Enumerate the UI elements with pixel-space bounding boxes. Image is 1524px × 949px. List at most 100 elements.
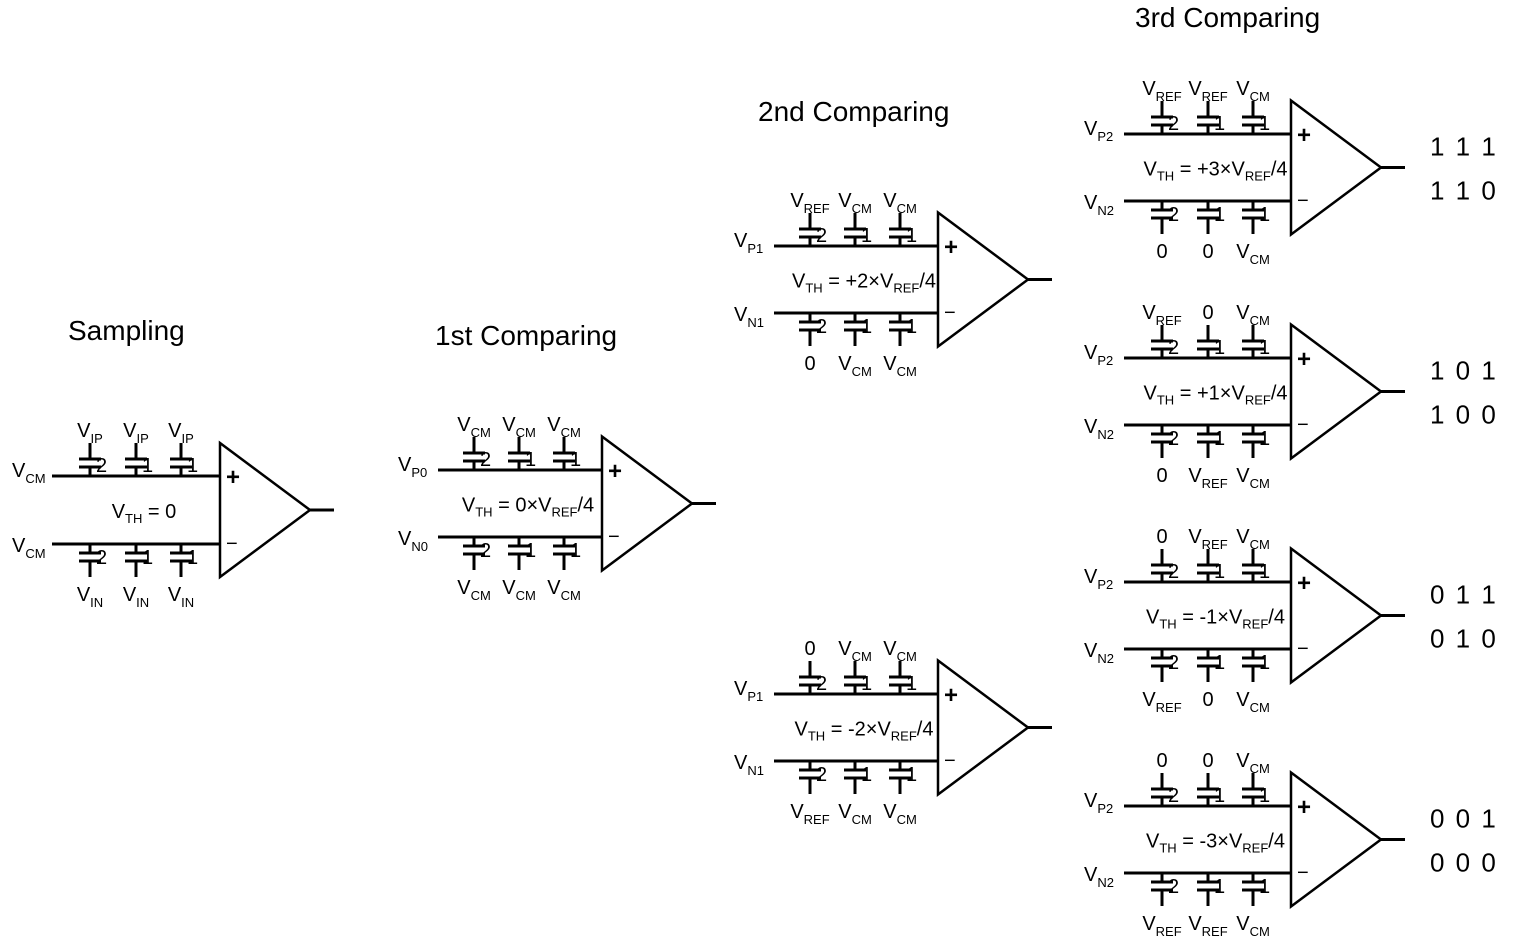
capacitor-weight: 1 <box>906 316 917 338</box>
comparator-triangle <box>600 434 695 573</box>
top-cap-terminal-label: VCM <box>547 414 581 440</box>
comparator-stage-4: 3rd Comparing+−VP2VN22VREF201VREF101VCM1… <box>1084 2 1498 267</box>
bottom-cap-terminal-label: VCM <box>883 801 917 827</box>
comparator-stage-2: 2nd Comparing+−VP1VN12VREF201VCM1VCM1VCM… <box>734 96 1052 379</box>
capacitor-weight: 2 <box>1168 561 1179 583</box>
capacitor-weight: 1 <box>1259 204 1270 226</box>
capacitor-weight: 1 <box>906 764 917 786</box>
capacitor-weight: 2 <box>96 547 107 569</box>
output-code: 0 1 1 <box>1430 580 1498 610</box>
bottom-cap-terminal-label: VCM <box>883 353 917 379</box>
output-code: 1 1 0 <box>1430 176 1498 206</box>
bottom-cap-terminal-label: VCM <box>838 801 872 827</box>
capacitor-weight: 2 <box>1168 337 1179 359</box>
top-cap-terminal-label: VIP <box>123 420 149 446</box>
capacitor-weight: 1 <box>906 673 917 695</box>
bottom-cap-terminal-label: 0 <box>1202 241 1213 263</box>
top-cap-terminal-label: VCM <box>838 190 872 216</box>
stage-title: 2nd Comparing <box>758 96 949 127</box>
threshold-label: VTH = 0×VREF/4 <box>462 495 594 520</box>
top-cap-terminal-label: VIP <box>168 420 194 446</box>
bottom-cap-terminal-label: VREF <box>1142 689 1181 715</box>
top-cap-terminal-label: 0 <box>1156 750 1167 772</box>
capacitor-weight: 2 <box>480 540 491 562</box>
capacitor-weight: 2 <box>1168 876 1179 898</box>
bottom-cap-terminal-label: VCM <box>547 577 581 603</box>
top-cap-terminal-label: 0 <box>804 638 815 660</box>
capacitor-weight: 1 <box>525 449 536 471</box>
minus-sign: − <box>1297 862 1309 884</box>
bottom-cap-terminal-label: VCM <box>1236 241 1270 267</box>
top-cap-terminal-label: VCM <box>1236 750 1270 776</box>
top-cap-terminal-label: VCM <box>1236 526 1270 552</box>
top-cap-terminal-label: VREF <box>790 190 829 216</box>
capacitor-weight: 1 <box>142 547 153 569</box>
positive-input-label: VCM <box>12 460 46 486</box>
capacitor-weight: 1 <box>525 540 536 562</box>
top-cap-terminal-label: VCM <box>883 190 917 216</box>
capacitor-weight: 2 <box>816 764 827 786</box>
capacitor-weight: 2 <box>480 449 491 471</box>
capacitor-weight: 1 <box>1259 113 1270 135</box>
plus-sign: + <box>1297 794 1311 821</box>
capacitor-weight: 2 <box>816 316 827 338</box>
bottom-cap-terminal-label: VREF <box>1142 913 1181 939</box>
capacitor-weight: 2 <box>1168 428 1179 450</box>
stage-title: 3rd Comparing <box>1135 2 1320 33</box>
positive-input-label: VP2 <box>1084 342 1113 368</box>
bottom-cap-terminal-label: 0 <box>1156 241 1167 263</box>
top-cap-terminal-label: VCM <box>1236 302 1270 328</box>
capacitor-weight: 1 <box>1214 204 1225 226</box>
capacitor-weight: 2 <box>816 673 827 695</box>
top-cap-terminal-label: VREF <box>1188 78 1227 104</box>
positive-input-label: VP1 <box>734 230 763 256</box>
capacitor-weight: 1 <box>1214 113 1225 135</box>
output-code: 1 1 1 <box>1430 132 1498 162</box>
capacitor-weight: 1 <box>1259 652 1270 674</box>
threshold-label: VTH = -3×VREF/4 <box>1146 831 1285 856</box>
minus-sign: − <box>944 750 956 772</box>
capacitor-weight: 1 <box>570 540 581 562</box>
output-code: 0 1 0 <box>1430 624 1498 654</box>
threshold-label: VTH = +1×VREF/4 <box>1144 383 1288 408</box>
negative-input-label: VN2 <box>1084 416 1114 442</box>
top-cap-terminal-label: 0 <box>1202 750 1213 772</box>
bottom-cap-terminal-label: VIN <box>77 584 103 610</box>
capacitor-weight: 1 <box>187 455 198 477</box>
bottom-cap-terminal-label: 0 <box>1202 689 1213 711</box>
capacitor-weight: 2 <box>96 455 107 477</box>
threshold-label: VTH = -2×VREF/4 <box>795 719 934 744</box>
bottom-cap-terminal-label: VCM <box>1236 689 1270 715</box>
negative-input-label: VN2 <box>1084 640 1114 666</box>
minus-sign: − <box>1297 638 1309 660</box>
capacitor-weight: 2 <box>1168 204 1179 226</box>
capacitor-weight: 1 <box>1214 428 1225 450</box>
capacitor-weight: 2 <box>1168 652 1179 674</box>
negative-input-label: VN2 <box>1084 192 1114 218</box>
threshold-label: VTH = +2×VREF/4 <box>792 271 936 296</box>
plus-sign: + <box>1297 570 1311 597</box>
capacitor-weight: 1 <box>861 225 872 247</box>
top-cap-terminal-label: VREF <box>1142 78 1181 104</box>
stage-title: 1st Comparing <box>435 320 617 351</box>
plus-sign: + <box>226 464 240 491</box>
capacitor-weight: 1 <box>1214 561 1225 583</box>
negative-input-label: VN1 <box>734 752 764 778</box>
capacitor-weight: 1 <box>1214 876 1225 898</box>
stage-title: Sampling <box>68 315 185 346</box>
threshold-label: VTH = +3×VREF/4 <box>1144 159 1288 184</box>
capacitor-weight: 1 <box>861 764 872 786</box>
capacitor-weight: 1 <box>1214 337 1225 359</box>
bottom-cap-terminal-label: 0 <box>804 353 815 375</box>
capacitor-weight: 1 <box>1259 785 1270 807</box>
comparator-triangle <box>1289 546 1384 685</box>
bottom-cap-terminal-label: VREF <box>1188 465 1227 491</box>
minus-sign: − <box>226 533 238 555</box>
top-cap-terminal-label: 0 <box>1202 302 1213 324</box>
capacitor-weight: 1 <box>1259 561 1270 583</box>
plus-sign: + <box>1297 346 1311 373</box>
top-cap-terminal-label: VCM <box>457 414 491 440</box>
